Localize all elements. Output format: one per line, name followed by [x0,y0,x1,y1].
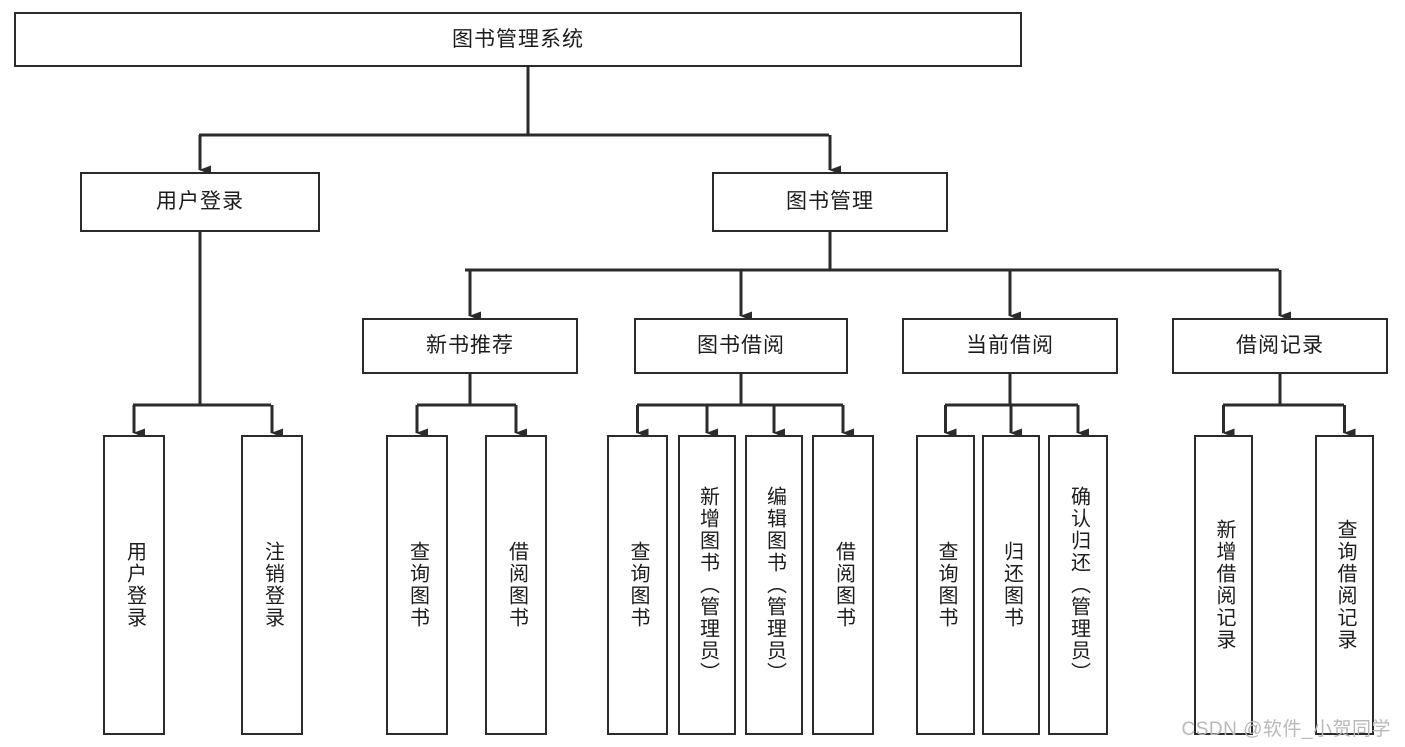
node-label-new-book-recommend: 新书推荐 [426,334,514,358]
node-current-borrow[interactable]: 当前借阅 [902,318,1118,374]
node-book-borrow[interactable]: 图书借阅 [634,318,848,374]
node-book-manage[interactable]: 图书管理 [712,172,948,232]
node-new-book-recommend[interactable]: 新书推荐 [362,318,578,374]
node-borrow-record[interactable]: 借阅记录 [1172,318,1388,374]
node-label-leaf-add-borrow-record: 新增借阅记录 [1213,519,1235,651]
connector-lines [132,67,1356,438]
node-leaf-user-login[interactable]: 用户登录 [103,435,165,735]
node-label-leaf-query-book-3: 查询图书 [935,541,957,629]
node-label-borrow-record: 借阅记录 [1236,334,1324,358]
node-leaf-query-book-3[interactable]: 查询图书 [916,435,975,735]
node-label-leaf-edit-book-admin: 编辑图书（管理员） [763,486,786,684]
node-leaf-add-borrow-record[interactable]: 新增借阅记录 [1194,435,1253,735]
node-leaf-query-borrow-record[interactable]: 查询借阅记录 [1315,435,1374,735]
node-label-leaf-query-book-1: 查询图书 [406,541,429,629]
node-label-root: 图书管理系统 [452,27,584,51]
node-label-leaf-user-logout: 注销登录 [261,541,284,629]
node-label-current-borrow: 当前借阅 [966,334,1054,358]
node-user-login[interactable]: 用户登录 [80,172,320,232]
node-label-leaf-user-login: 用户登录 [123,541,146,629]
node-leaf-query-book-2[interactable]: 查询图书 [607,435,668,735]
node-label-leaf-borrow-book-1: 借阅图书 [505,541,528,629]
node-label-leaf-query-book-2: 查询图书 [627,541,649,629]
node-label-book-manage: 图书管理 [786,190,874,214]
node-leaf-confirm-return-admin[interactable]: 确认归还（管理员） [1048,435,1108,735]
node-leaf-edit-book-admin[interactable]: 编辑图书（管理员） [745,435,803,735]
node-leaf-borrow-book-1[interactable]: 借阅图书 [485,435,547,735]
node-leaf-user-logout[interactable]: 注销登录 [241,435,303,735]
node-leaf-query-book-1[interactable]: 查询图书 [386,435,448,735]
node-label-leaf-return-book: 归还图书 [1000,541,1023,629]
node-leaf-borrow-book-2[interactable]: 借阅图书 [812,435,874,735]
node-root[interactable]: 图书管理系统 [14,12,1022,67]
node-label-leaf-add-book-admin: 新增图书（管理员） [696,486,719,684]
node-leaf-add-book-admin[interactable]: 新增图书（管理员） [678,435,736,735]
node-label-book-borrow: 图书借阅 [697,334,785,358]
node-label-leaf-confirm-return-admin: 确认归还（管理员） [1067,486,1090,684]
node-label-leaf-query-borrow-record: 查询借阅记录 [1334,519,1356,651]
node-leaf-return-book[interactable]: 归还图书 [982,435,1040,735]
node-label-user-login: 用户登录 [156,190,244,214]
node-label-leaf-borrow-book-2: 借阅图书 [832,541,855,629]
